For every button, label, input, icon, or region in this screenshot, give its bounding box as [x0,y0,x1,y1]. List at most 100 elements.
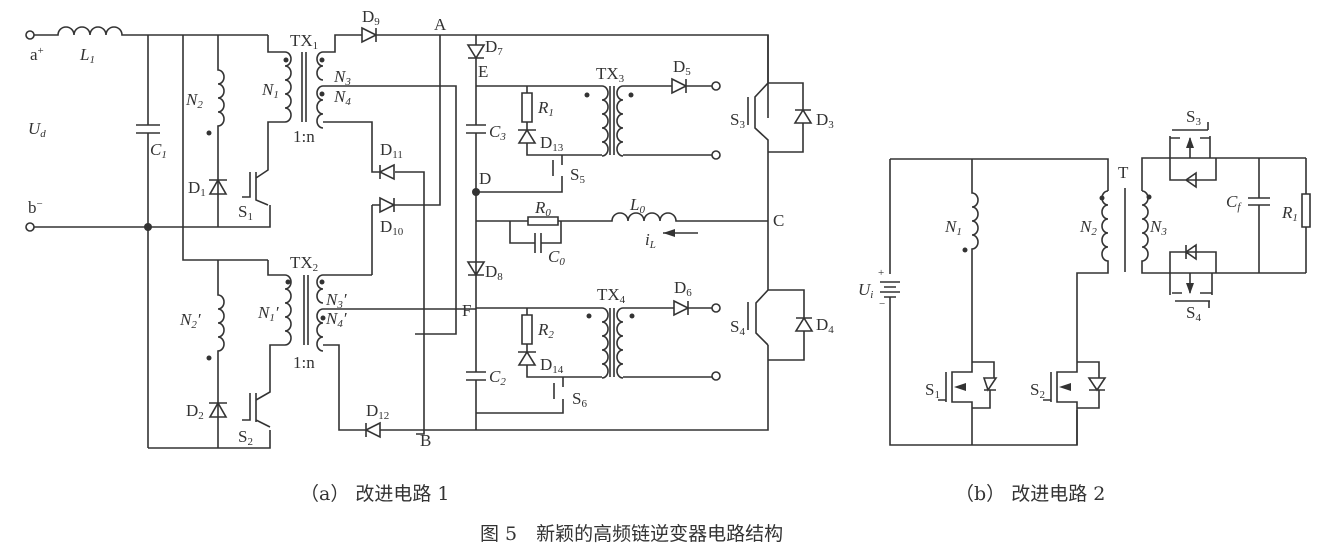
b-n2-label: N2 [1079,217,1097,238]
node-a: A [434,15,447,34]
junction-dot [144,223,152,231]
tx1-core [301,52,307,122]
mosfet-b-s2 [1043,361,1107,445]
tx2-ratio: 1:n [293,353,315,372]
b-s1-label: S1 [925,380,940,401]
n1-label: N1 [261,80,279,101]
terminal-a [25,30,35,40]
diode-d12 [364,421,381,439]
d13-label: D13 [540,133,564,154]
dot-tx2-s2 [320,315,326,321]
dot-b-n3 [1146,194,1152,200]
wire-n3 [323,85,457,335]
diode-d2 [208,401,228,418]
mosfet-b-s1 [938,361,998,445]
winding-n2 [217,35,225,227]
subcaption-a: （a） 改进电路 1 [300,483,450,505]
l1-label: L1 [79,45,95,66]
node-d: D [479,169,491,188]
tx2-secondary [316,274,324,352]
n2p-label: N2′ [179,310,201,331]
b-s4-label: S4 [1186,303,1201,324]
n4-label: N4 [333,87,351,108]
cf-label: Cf [1226,192,1242,213]
diode-d9 [361,26,378,44]
b-t-label: T [1118,163,1129,182]
node-b: B [420,431,431,450]
mosfet-b-s4 [1169,243,1217,308]
diode-d1 [208,178,228,195]
dot-n2p [206,355,212,361]
r2-label: R2 [537,320,554,341]
inductor-l1 [34,26,268,36]
c3-label: C3 [489,122,506,143]
igbt-s3 [747,35,813,221]
capacitor-cf [1248,158,1270,273]
igbt-s2 [148,260,285,449]
c2-label: C2 [489,367,506,388]
node-f: F [462,301,471,320]
tx4-core [609,308,615,377]
wire-left-rail [182,35,268,261]
d7-label: D7 [485,37,503,58]
source-ud-label: Ud [28,119,46,140]
wire-n4p [323,344,366,431]
s4-arrow-icon [1186,283,1194,294]
terminal-tx4-1 [711,303,721,313]
diode-d10 [372,196,396,214]
dot-tx1-s2 [319,91,325,97]
b-s3-label: S3 [1186,107,1201,128]
terminal-tx3-2 [711,150,721,160]
diode-d6 [673,299,690,317]
dot-b-n1 [962,247,968,253]
c0-label: C0 [548,247,565,268]
wire-n4 [323,121,425,435]
s6-label: S6 [572,389,587,410]
dot-tx4-p [586,313,592,319]
s5-label: S5 [570,165,585,186]
tx1-primary [284,51,292,123]
n4p-label: N4′ [325,309,347,330]
s1-arrow-icon [954,383,966,391]
winding-n2-prime [217,260,225,448]
dot-tx1-p [283,57,289,63]
dot-tx1-s [319,57,325,63]
s4-label: S4 [730,317,745,338]
ui-plus: + [878,267,884,279]
capacitor-c1 [136,35,160,448]
tx3-label: TX3 [596,64,625,85]
diode-d11 [378,163,395,181]
n1p-label: N1′ [257,303,279,324]
terminal-a-label: a+ [30,45,44,64]
tx1-ratio: 1:n [293,127,315,146]
circuit-b: + − Ui N1 N2 T N3 S3 S4 Cf R1 S1 S2 [858,107,1311,446]
d6-label: D6 [674,278,692,299]
mosfet-b-s3 [1169,122,1217,189]
tx4-label: TX4 [597,285,626,306]
diode-d5 [671,77,688,95]
dot-tx4-s [629,313,635,319]
r0-label: R0 [534,198,551,219]
b-r1-label: R1 [1281,203,1298,224]
node-c: C [773,211,784,230]
terminal-b [25,222,35,232]
dot-tx2-s [319,279,325,285]
igbt-s4 [747,221,814,361]
d9-label: D9 [362,7,380,28]
winding-b-n1 [971,159,979,362]
s2-arrow-icon [1059,383,1071,391]
d5-label: D5 [673,57,691,78]
tx3-secondary [616,85,712,157]
ui-minus: − [879,298,885,310]
dot-tx3-p [584,92,590,98]
l0-label: L0 [629,195,645,216]
current-arrow-icon [663,229,675,237]
s2-label: S2 [238,427,253,448]
tx3-primary [601,85,609,157]
d8-label: D8 [485,262,503,283]
dot-b-n2 [1099,195,1105,201]
s3-arrow-icon [1186,137,1194,148]
b-n3-label: N3 [1149,217,1167,238]
d10-label: D10 [380,217,404,238]
snubber-lower [476,307,602,414]
